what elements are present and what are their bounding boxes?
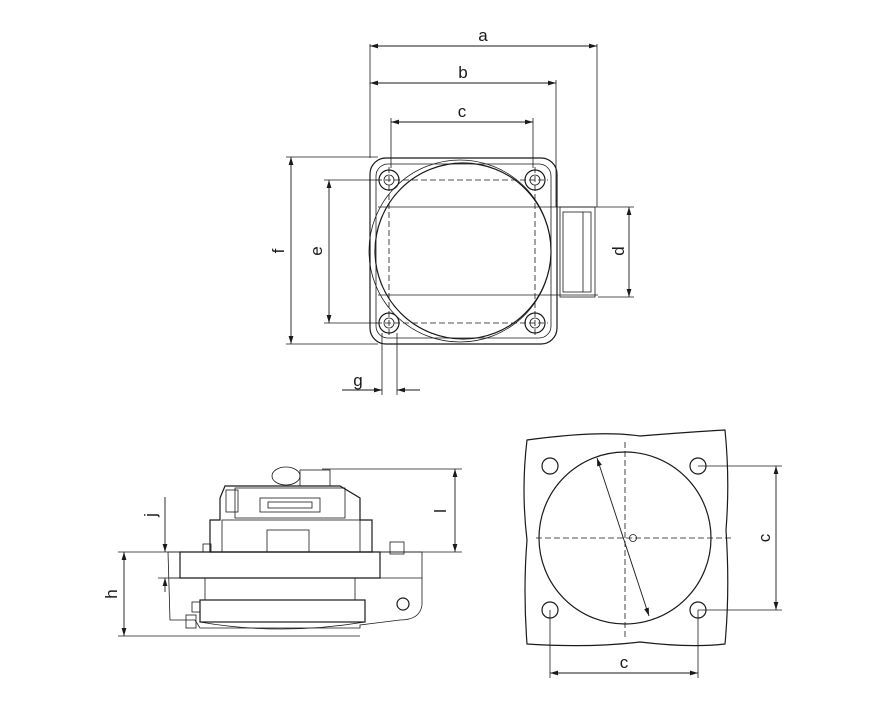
- main-circle: [374, 162, 552, 340]
- side-view: l h j: [102, 466, 462, 637]
- dim-label-l: l: [431, 509, 450, 513]
- dim-label-j: j: [141, 513, 160, 518]
- side-hole: [396, 597, 410, 611]
- dim-label-e: e: [307, 246, 326, 255]
- dim-label-g: g: [353, 371, 362, 390]
- flange-plate: [179, 551, 381, 579]
- mounting-holes: [376, 167, 548, 336]
- upper-housing: [209, 485, 373, 553]
- dim-label-f: f: [269, 248, 288, 253]
- panel-outline: [523, 429, 729, 647]
- main-circle-outer: [368, 159, 552, 343]
- flange-outline: [369, 157, 558, 345]
- dim-label-c-vertical: c: [755, 533, 774, 542]
- dim-label-c-horizontal: c: [620, 653, 629, 672]
- dim-label-c: c: [458, 102, 467, 121]
- dim-label-h: h: [102, 589, 121, 598]
- top-knob: [271, 466, 301, 486]
- dim-label-a: a: [478, 26, 488, 45]
- flange-inner-outline: [375, 163, 552, 339]
- dim-label-d: d: [609, 246, 628, 255]
- side-latch: [559, 206, 596, 298]
- dim-label-b: b: [458, 63, 467, 82]
- top-view: a b c f e d g: [269, 26, 634, 395]
- panel-cutout-view: c c: [523, 429, 782, 678]
